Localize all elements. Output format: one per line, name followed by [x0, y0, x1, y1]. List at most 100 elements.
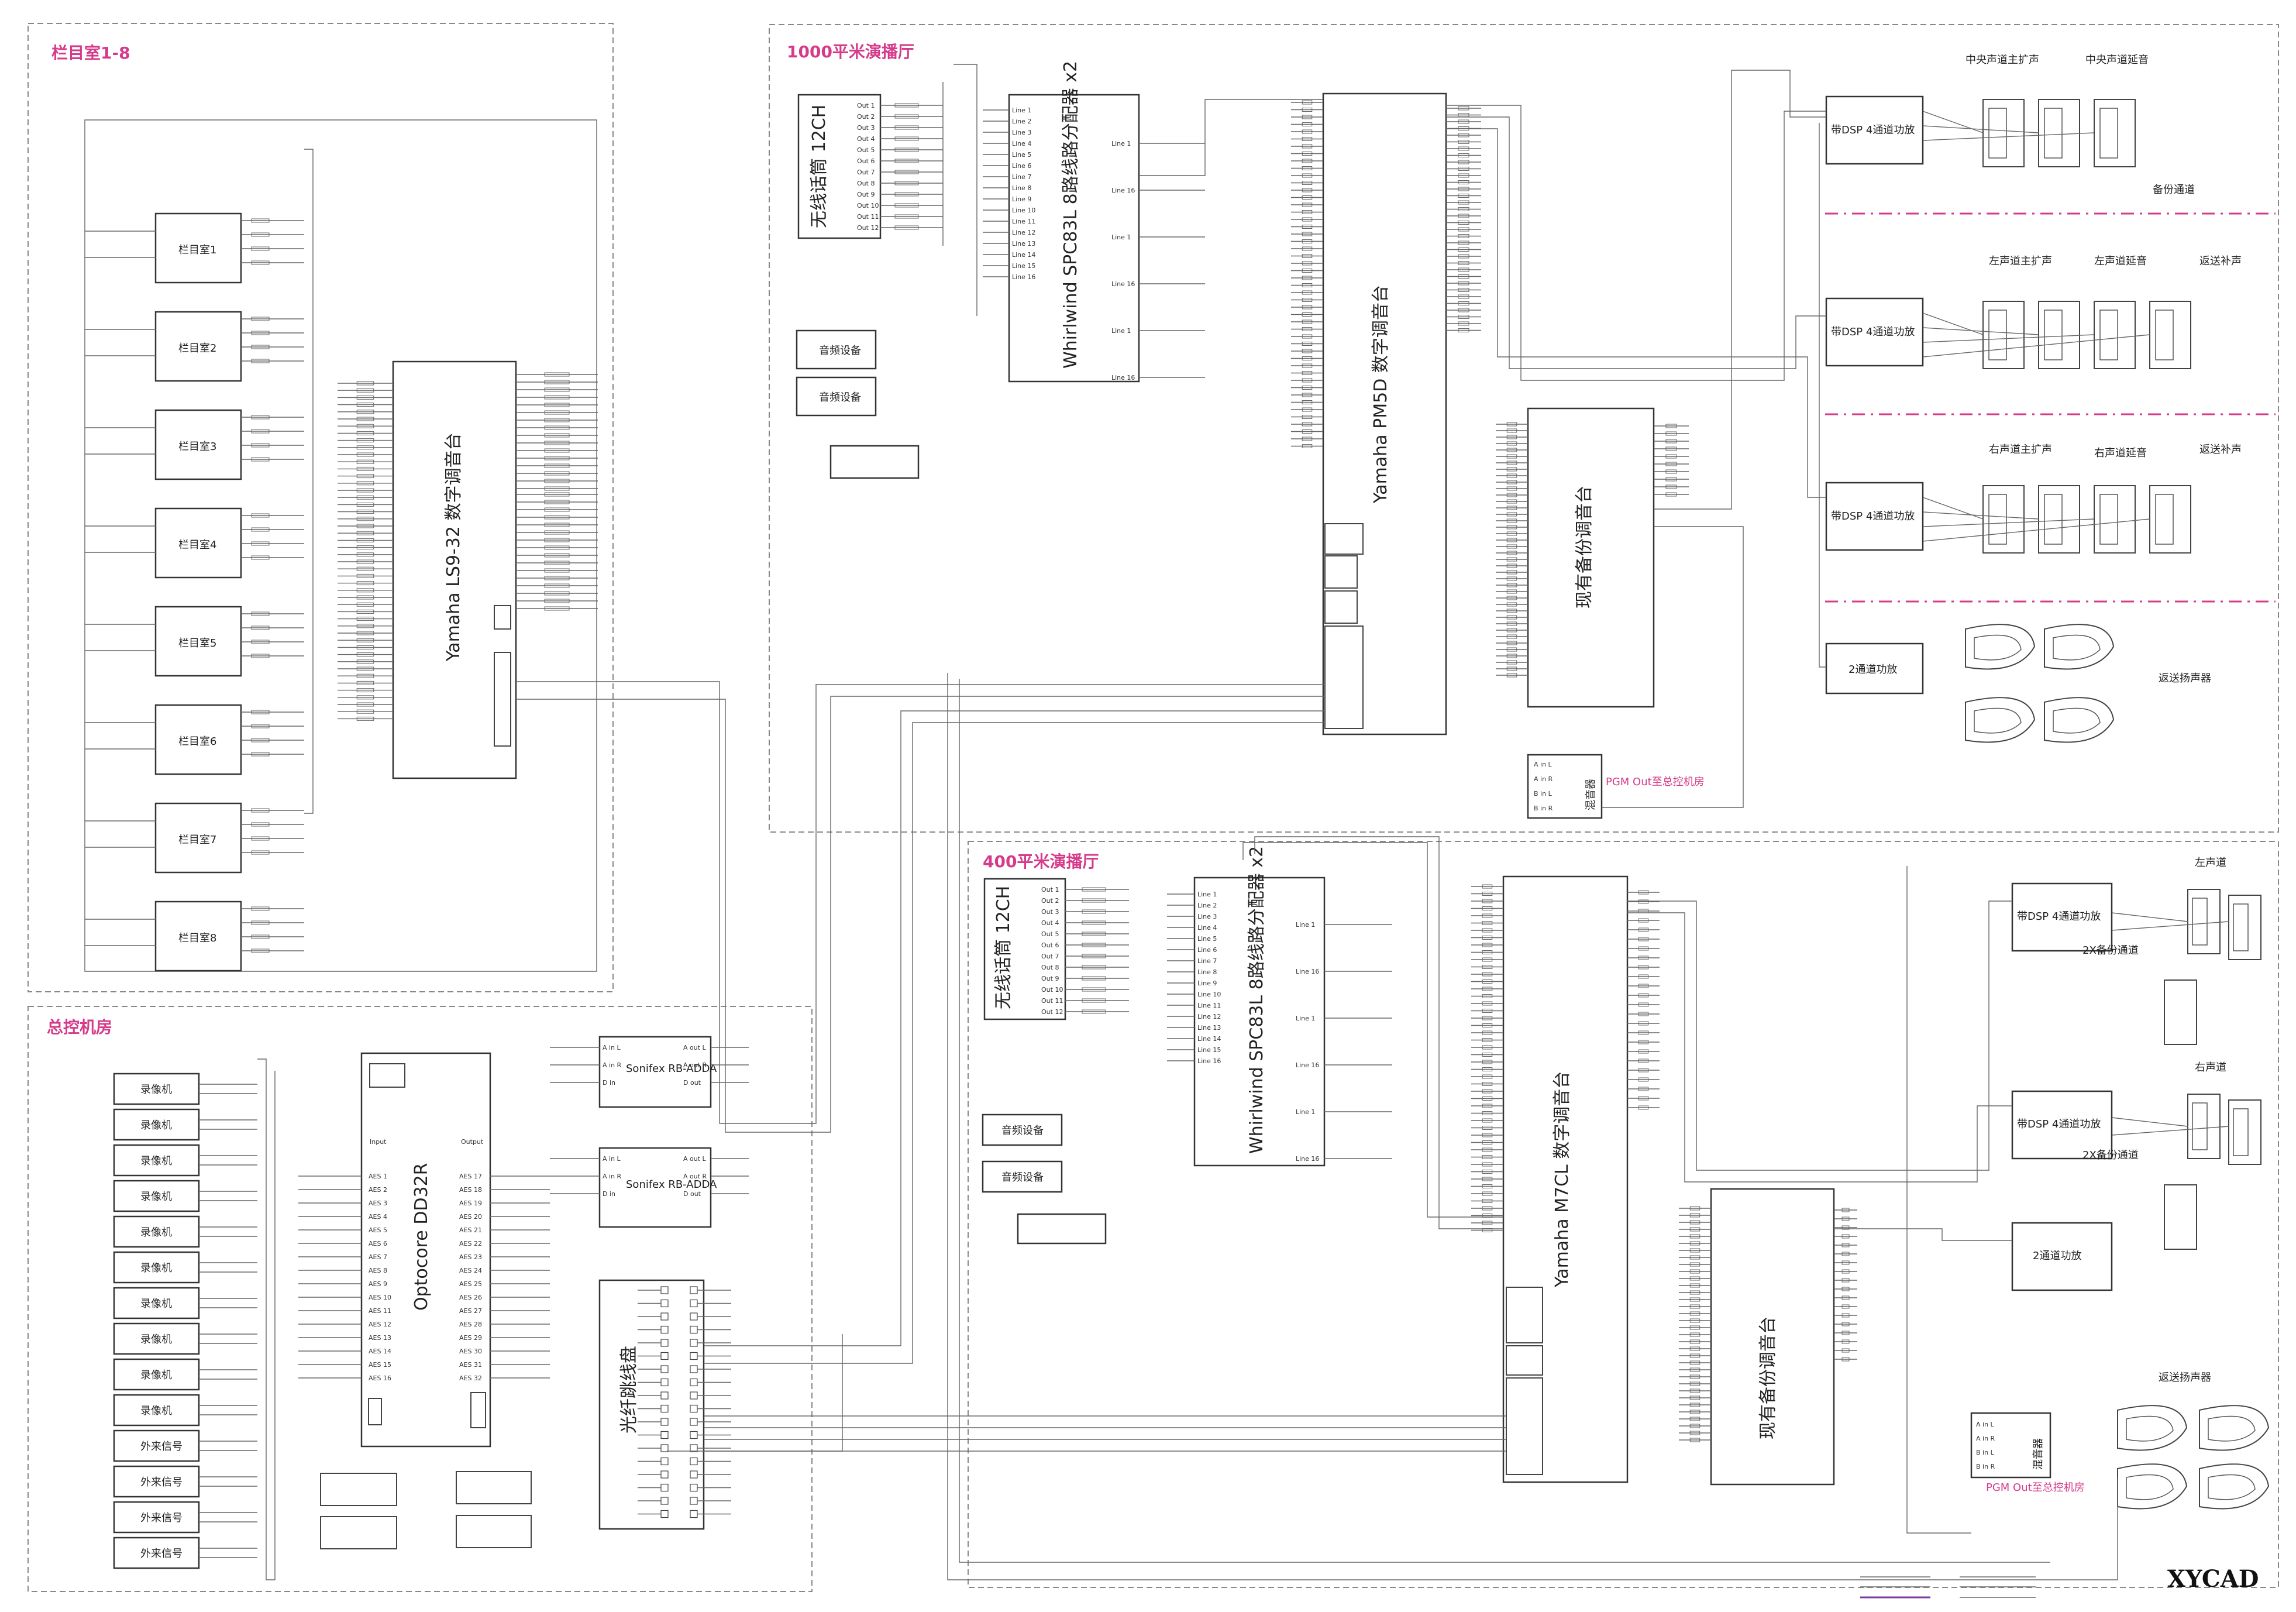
speaker-driver	[2044, 494, 2063, 545]
m7cl-in-connector	[1482, 1191, 1493, 1196]
room-connector	[251, 457, 270, 462]
ls9-out-connector	[544, 418, 570, 422]
m7cl-in-connector	[1482, 1089, 1493, 1094]
master-device	[113, 1108, 200, 1141]
bk400-out-connector	[1841, 1269, 1850, 1274]
zone-control-rooms	[27, 23, 614, 992]
adda-port-label: A out L	[683, 1044, 707, 1051]
optocore-router-label: Optocore DD32R	[411, 1163, 432, 1311]
backup-channels-400-a: 2X备份通道	[2082, 944, 2139, 957]
pm5d-out-connector	[1458, 167, 1469, 171]
bk1000-in-connector	[1506, 460, 1517, 465]
bk1000-in-connector	[1506, 435, 1517, 439]
bk1000-out-connector	[1665, 469, 1677, 474]
pm5d-in-connector	[1302, 195, 1313, 200]
bk1000-in-connector	[1506, 609, 1517, 613]
master-device-label: 外来信号	[140, 1548, 183, 1560]
router-output-header: Output	[461, 1138, 484, 1146]
monitor-wedge-inner	[1974, 634, 2022, 661]
bk1000-in-connector	[1506, 467, 1517, 472]
ls9-out2-connector	[544, 583, 570, 588]
wire	[1922, 511, 2039, 520]
pm5d-in-connector	[1302, 393, 1313, 397]
ls9-in-connector	[356, 666, 374, 671]
pm5d-in-connector	[1302, 276, 1313, 280]
bk400-in-connector	[1689, 1339, 1701, 1344]
pgm-module-3	[456, 1471, 532, 1504]
bk1000-in-connector	[1506, 557, 1517, 562]
bk1000-in-connector	[1506, 499, 1517, 504]
splitter-line-label: Line 9	[1012, 195, 1031, 203]
master-device	[113, 1537, 200, 1569]
bk400-in-connector	[1689, 1360, 1701, 1365]
audio-source-1000-a-label: 音频设备	[819, 345, 861, 357]
monitor-wedge-speaker	[1965, 697, 2036, 743]
control-room-4	[154, 507, 242, 579]
wireless400-connector	[1082, 976, 1106, 981]
pm5d-in-connector	[1302, 334, 1313, 339]
ls9-in-connector	[356, 588, 374, 593]
aes-in-label: AES 11	[369, 1307, 391, 1315]
aes-in-label: AES 7	[369, 1253, 387, 1261]
m7cl-in-connector	[1482, 892, 1493, 896]
ls9-out-connector	[544, 403, 570, 407]
splitter400-out-label: Line 1	[1296, 921, 1315, 929]
ls9-out2-connector	[544, 561, 570, 565]
bk1000-in-connector	[1506, 673, 1517, 678]
pm5d-in-connector	[1302, 100, 1313, 105]
m7cl-out-connector	[1638, 1105, 1649, 1110]
bk400-in-connector	[1689, 1346, 1701, 1351]
wireless400-out-label: Out 10	[1041, 986, 1063, 994]
dsp-amp-400-2	[2011, 1090, 2113, 1160]
control-room-2	[154, 311, 242, 382]
m7cl-out-connector	[1638, 974, 1649, 979]
mixer-1000-port-4: B in R	[1534, 805, 1553, 812]
ls9-in-connector	[356, 716, 374, 721]
bk400-out-connector	[1841, 1295, 1850, 1300]
wire	[1922, 111, 1984, 133]
right-channel-400: 右声道	[2195, 1061, 2226, 1074]
bk1000-out-connector	[1665, 431, 1677, 436]
mixer-400-port-1: A in L	[1976, 1421, 1995, 1428]
bk1000-in-connector	[1506, 525, 1517, 530]
pm5d-in-connector	[1302, 400, 1313, 404]
room-connector	[251, 429, 270, 434]
wireless-out-label: Out 10	[857, 202, 879, 209]
audio-source-400-a	[982, 1113, 1063, 1146]
splitter400-line-label: Line 1	[1197, 891, 1217, 898]
speaker-driver	[2099, 108, 2118, 159]
m7cl-in-connector	[1482, 972, 1493, 977]
speaker-driver	[1988, 310, 2007, 360]
pgm-module-1	[320, 1473, 397, 1506]
bk400-in-connector	[1689, 1220, 1701, 1225]
pm5d-out-connector	[1458, 254, 1469, 259]
m7cl-in-connector	[1482, 1097, 1493, 1101]
ls9-in-connector	[356, 452, 374, 457]
mixer-1000-port-1: A in L	[1534, 761, 1553, 768]
m7cl-card-1	[1506, 1287, 1543, 1343]
pm5d-in-connector	[1302, 173, 1313, 178]
bk400-out-connector	[1841, 1287, 1850, 1291]
bk400-in-connector	[1689, 1325, 1701, 1330]
pm5d-out-connector	[1458, 214, 1469, 218]
bk400-in-connector	[1689, 1255, 1701, 1260]
m7cl-console-label: Yamaha M7CL 数字调音台	[1552, 1071, 1572, 1288]
bk400-in-connector	[1689, 1290, 1701, 1295]
ls9-slot	[494, 605, 511, 630]
ls9-in-connector	[356, 652, 374, 657]
bk1000-in-connector	[1506, 441, 1517, 446]
master-device-label: 外来信号	[140, 1441, 183, 1453]
bk1000-in-connector	[1506, 641, 1517, 645]
fiber-patch-panel	[598, 1279, 705, 1530]
ls9-out-connector	[544, 456, 570, 460]
ls9-in-connector	[356, 552, 374, 557]
room-connector	[251, 443, 270, 448]
pm5d-console-label: Yamaha PM5D 数字调音台	[1371, 285, 1391, 504]
bk1000-in-connector	[1506, 428, 1517, 433]
wireless-mic-400	[983, 878, 1066, 1020]
pm5d-out-connector	[1458, 274, 1469, 279]
pm5d-card-1	[1324, 523, 1364, 555]
bk400-out-connector	[1841, 1243, 1850, 1247]
spk-label-3: 左声道主扩声	[1989, 255, 2052, 267]
